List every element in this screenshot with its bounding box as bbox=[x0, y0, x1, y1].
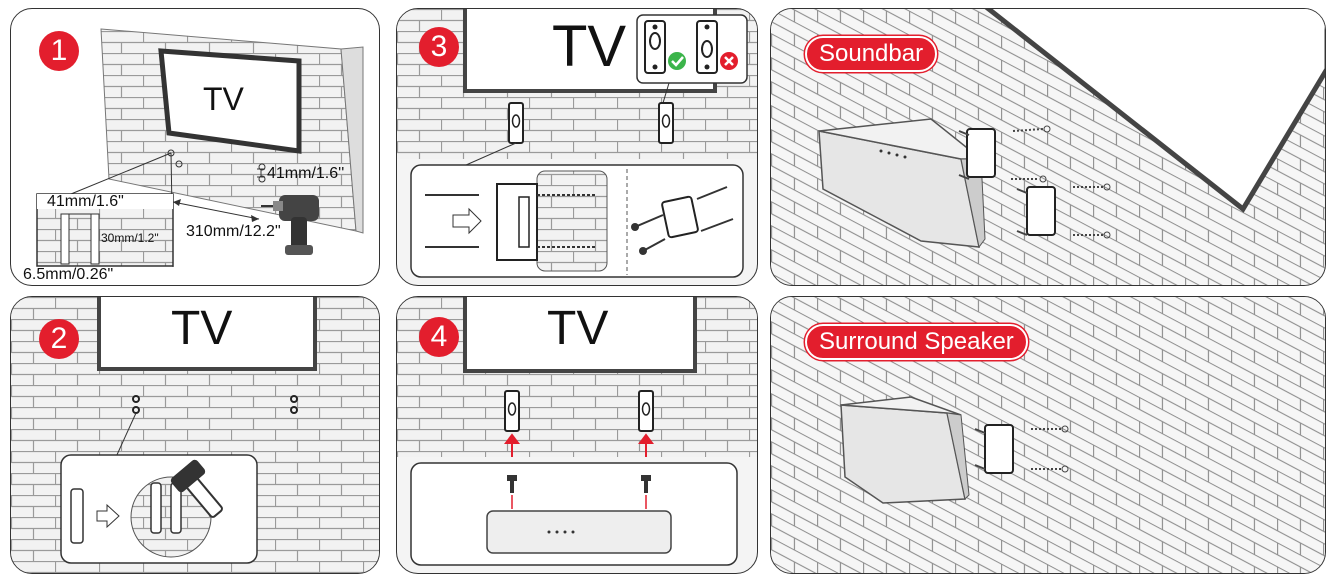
step-1-panel: 1 TV 41mm/1.6" 41mm/1.6'' 30mm/1.2" 310m… bbox=[10, 8, 380, 286]
step-number-badge: 4 bbox=[419, 317, 459, 357]
step-2-panel: 2 TV bbox=[10, 296, 380, 574]
tv-label: TV bbox=[552, 14, 627, 79]
depth-dimension: 30mm/1.2" bbox=[101, 231, 159, 245]
step-number-badge: 1 bbox=[39, 31, 79, 71]
step-1-illustration bbox=[36, 28, 364, 268]
bracket-icon bbox=[696, 20, 718, 74]
soundbar-panel: Soundbar bbox=[770, 8, 1326, 286]
step-4-panel: 4 TV bbox=[396, 296, 758, 574]
step-3-panel: 3 TV bbox=[396, 8, 758, 286]
drill-bit-dimension: 6.5mm/0.26" bbox=[23, 266, 114, 283]
step-number-badge: 2 bbox=[39, 319, 79, 359]
step-number-badge: 3 bbox=[419, 27, 459, 67]
hole-spacing-dimension: 310mm/12.2" bbox=[186, 223, 281, 240]
drill-icon bbox=[261, 195, 319, 255]
step-3-illustration bbox=[397, 9, 757, 278]
bracket-icon bbox=[644, 20, 666, 74]
soundbar-label: Soundbar bbox=[805, 36, 938, 72]
surround-speaker-panel: Surround Speaker bbox=[770, 296, 1326, 574]
tv-label: TV bbox=[171, 302, 233, 355]
soundbar-icon bbox=[486, 510, 672, 554]
check-icon bbox=[668, 52, 686, 70]
surround-speaker-label: Surround Speaker bbox=[805, 324, 1028, 360]
drill-dimension: 41mm/1.6'' bbox=[267, 165, 345, 182]
hammer-icon bbox=[170, 459, 223, 518]
anchor-icon bbox=[70, 482, 182, 544]
hole-gap-dimension: 41mm/1.6" bbox=[47, 193, 124, 210]
step-4-illustration bbox=[397, 297, 757, 566]
tv-label: TV bbox=[203, 81, 244, 117]
tv-label: TV bbox=[547, 302, 609, 355]
